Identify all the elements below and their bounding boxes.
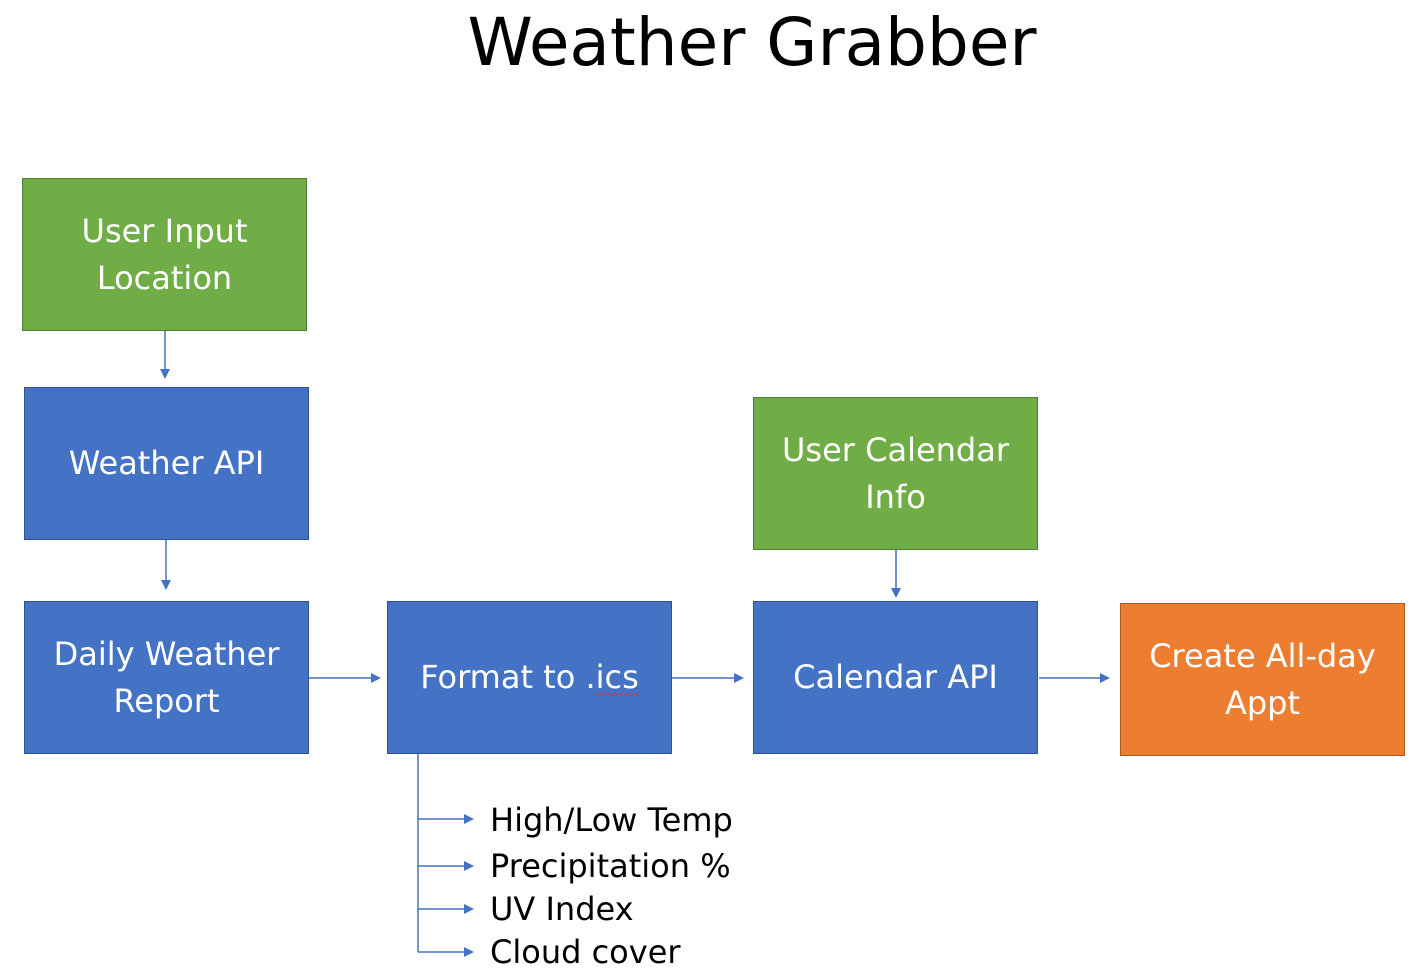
user-calendar-line2: Info [865,477,926,516]
attribute-item-high-low-temp: High/Low Temp [490,801,733,839]
daily-weather-report-box: Daily Weather Report [24,601,309,754]
format-to-ics-box: Format to .ics [387,601,672,754]
calendar-api-label: Calendar API [793,658,998,696]
weather-api-label: Weather API [68,444,265,482]
attribute-item-precipitation: Precipitation % [490,847,731,885]
user-input-line1: User Input [81,211,248,250]
user-input-location-box: User Input Location [22,178,307,331]
user-calendar-line1: User Calendar [782,430,1009,469]
format-ics-label: Format to .ics [420,654,639,701]
weather-api-box: Weather API [24,387,309,540]
create-appt-line1: Create All-day [1149,636,1376,675]
daily-report-line1: Daily Weather [53,634,280,673]
create-appt-line2: Appt [1224,683,1301,722]
format-ics-prefix: Format to . [420,658,596,696]
attribute-item-cloud-cover: Cloud cover [490,933,681,971]
diagram-title: Weather Grabber [467,4,1037,81]
calendar-api-box: Calendar API [753,601,1038,754]
daily-report-line2: Report [113,681,220,720]
user-input-line2: Location [96,258,233,297]
format-ics-flagged-word: ics [595,658,639,696]
attribute-item-uv-index: UV Index [490,890,634,928]
user-calendar-info-box: User Calendar Info [753,397,1038,550]
create-all-day-appt-box: Create All-day Appt [1120,603,1405,756]
